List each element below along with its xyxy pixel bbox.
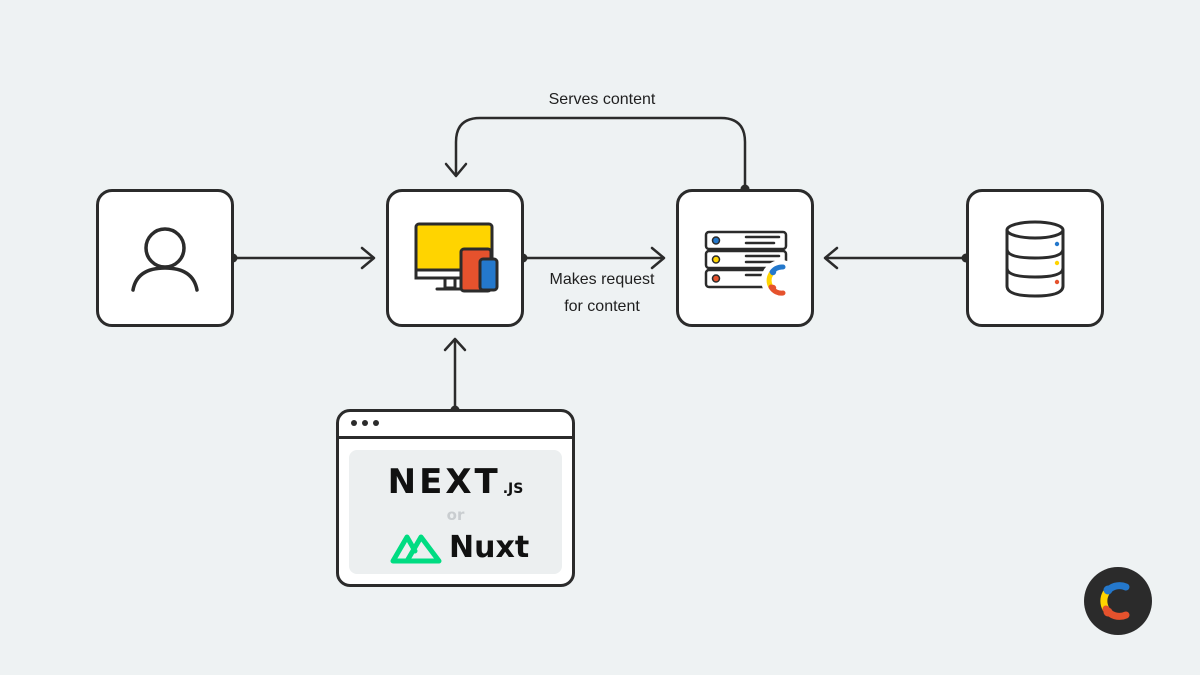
nuxt-mountain-icon [390,534,442,563]
contentful-logo-icon [761,260,801,300]
framework-window: NEXT.JS or Nuxt [336,409,575,587]
database-node [966,189,1104,327]
user-node [96,189,234,327]
user-icon [131,227,199,292]
arrow-cms-to-device [454,116,747,191]
window-titlebar-divider [339,436,572,439]
contentful-logo-icon [1100,582,1130,620]
framework-panel: NEXT.JS or Nuxt [349,450,562,574]
database-icon [1005,220,1065,298]
makes-request-line2: for content [564,298,640,315]
nextjs-suffix: .JS [502,481,524,497]
nuxt-wordmark: Nuxt [449,530,530,565]
devices-icon [414,222,499,293]
nextjs-wordmark: NEXT [387,462,501,502]
cms-node [676,189,814,327]
window-dots [351,420,379,426]
makes-request-line1: Makes request [549,271,655,288]
contentful-brand-badge [1084,567,1152,635]
or-separator: or [446,506,465,524]
makes-request-label: Makes request for content [528,266,676,320]
nextjs-logo: NEXT.JS [349,462,562,502]
nuxt-logo: Nuxt [389,530,529,565]
serves-content-label: Serves content [548,91,656,108]
server-icon [704,230,801,300]
device-node [386,189,524,327]
